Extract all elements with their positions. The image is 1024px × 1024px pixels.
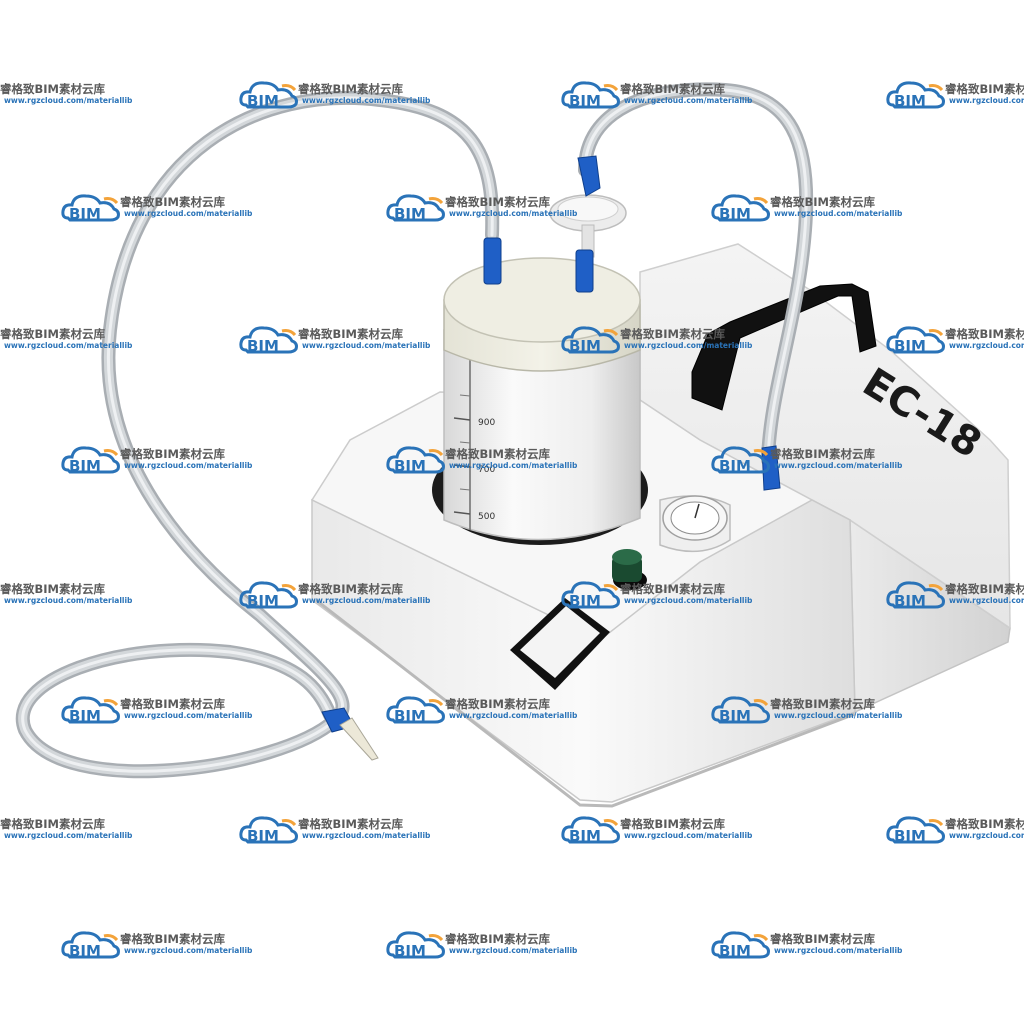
vacuum-gauge	[659, 495, 731, 553]
vacuum-tube	[578, 82, 814, 467]
jar-lid	[443, 257, 641, 372]
suction-tip[interactable]	[339, 717, 379, 761]
power-switch[interactable]	[510, 598, 610, 690]
jar-scale: 900 700 500	[453, 394, 495, 522]
collection-jar: 900 700 500	[443, 329, 641, 541]
patient-suction-tube	[15, 90, 500, 779]
jar-scale-mark: 900	[478, 418, 495, 428]
carry-handle[interactable]	[691, 283, 877, 411]
vacuum-regulator-knob[interactable]	[612, 549, 647, 590]
gauge-needle	[694, 503, 700, 519]
tube-connector-blue	[321, 155, 781, 733]
jar-scale-mark: 700	[478, 465, 495, 475]
jar-scale-mark: 500	[478, 512, 495, 522]
bacterial-filter	[549, 194, 627, 258]
